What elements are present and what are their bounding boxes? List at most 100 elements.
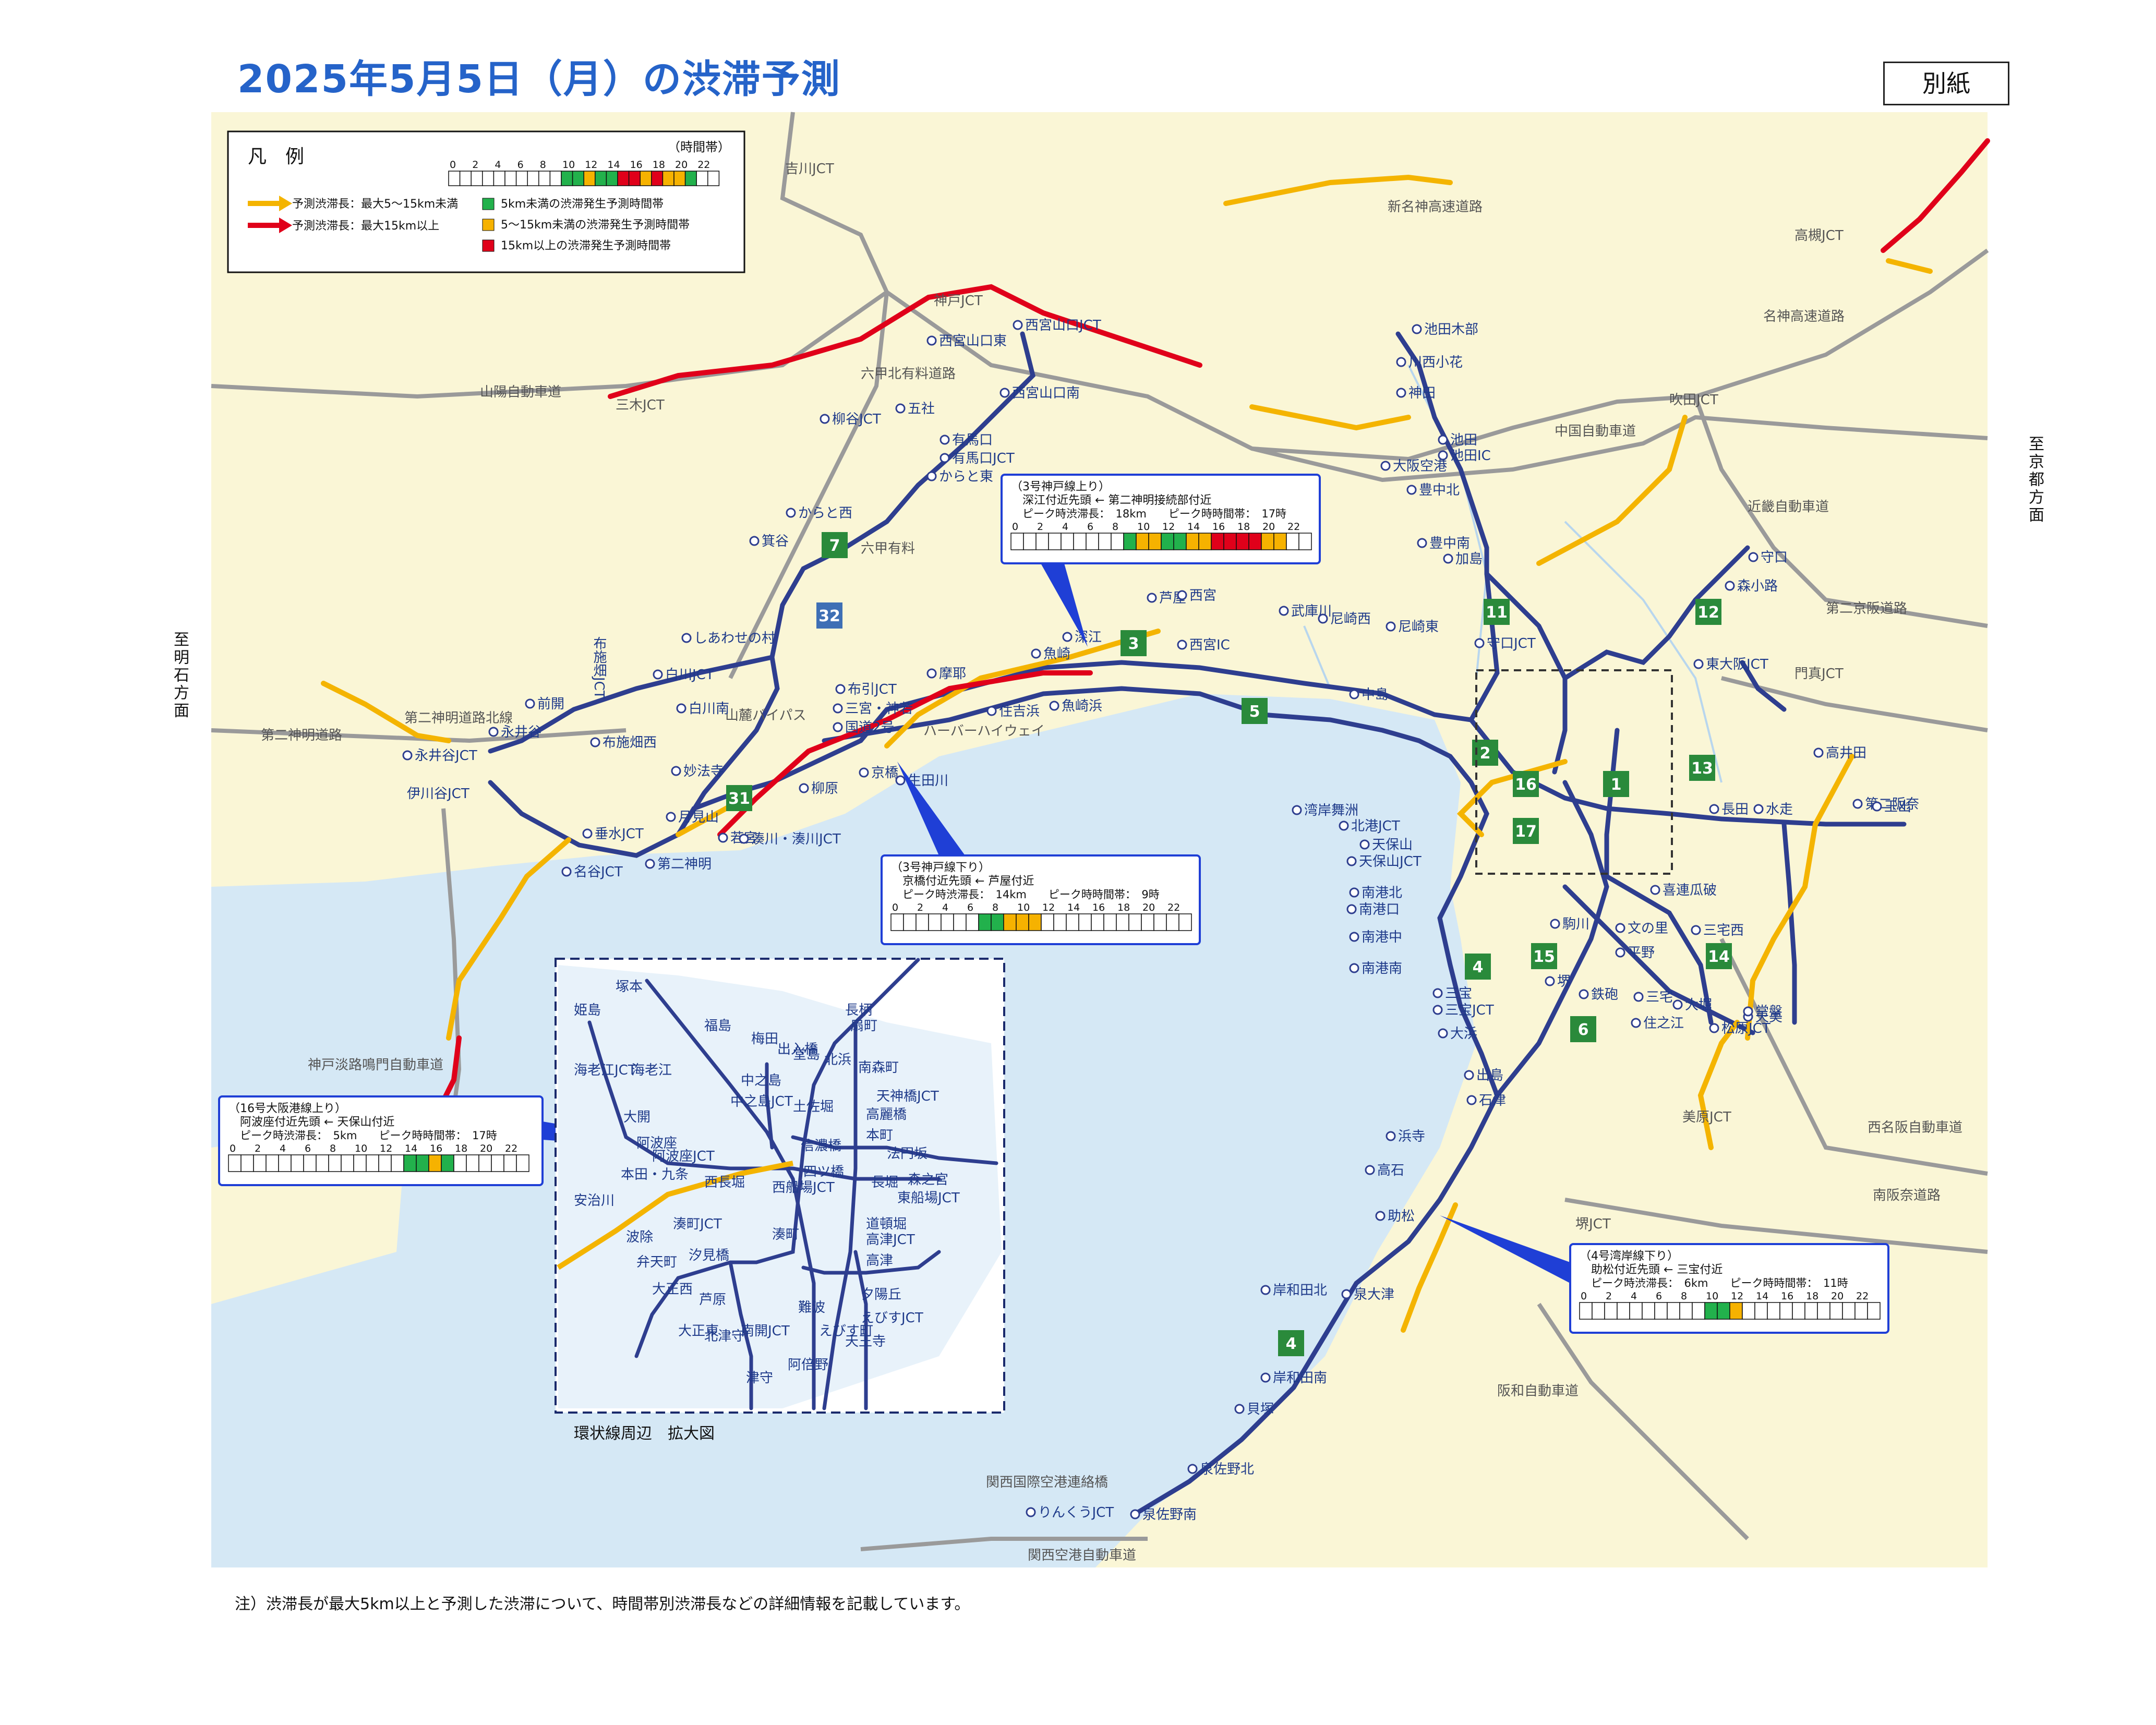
interchange-label: 豊中南: [1429, 536, 1470, 551]
route-number-14: 14: [1708, 948, 1730, 966]
interchange-marker: [1753, 804, 1764, 814]
direction-left-label: 至明石方面: [171, 631, 189, 720]
inset-interchange-label: 梅田: [751, 1031, 778, 1047]
jct-label-yokawa: 吉川JCT: [785, 161, 834, 177]
callout-section: 深江付近先頭 ← 第二神明接続部付近: [1022, 494, 1211, 507]
callout-scale-hour-cell: [316, 1154, 329, 1172]
interchange-label: 月見山: [678, 810, 719, 825]
road-label-rokko-kita: 六甲北有料道路: [861, 366, 956, 382]
interchange-label: 三宝JCT: [1445, 1003, 1494, 1018]
callout-scale-hour-cell: [1166, 913, 1179, 931]
callout-scale-hour-label: 16: [1212, 521, 1225, 533]
callout-scale-hour-cell: [978, 913, 992, 931]
callout-peak: ピーク時渋滞長： 6km ピーク時時間帯： 11時: [1591, 1277, 1848, 1289]
inset-interchange-label: 阿波座: [636, 1136, 677, 1151]
callout-scale-hour-label: 10: [1706, 1290, 1718, 1302]
callout-scale-hour-cell: [1792, 1302, 1805, 1320]
interchange-marker: [749, 536, 760, 546]
interchange-label: 尼崎西: [1330, 611, 1371, 627]
interchange-label: 豊中北: [1419, 482, 1460, 498]
callout-scale-hour-label: 16: [1092, 902, 1105, 913]
interchange-marker: [1260, 1285, 1271, 1295]
interchange-marker: [1438, 435, 1448, 445]
interchange-label: 箕谷: [762, 534, 789, 549]
interchange-label: 天美: [1755, 1009, 1782, 1025]
interchange-marker: [1852, 799, 1863, 809]
callout-scale-hour-cell: [1098, 533, 1112, 550]
legend-scale-hour-cell: [459, 171, 472, 186]
road-label-minami-hanna: 南阪奈道路: [1873, 1188, 1941, 1203]
interchange-marker: [1438, 450, 1448, 461]
interchange-marker: [488, 727, 499, 737]
callout-scale-hour-label: 6: [967, 902, 973, 913]
callout-scale-hour-cell: [1817, 1302, 1830, 1320]
inset-interchange-label: 湊町: [772, 1227, 799, 1243]
callout-scale-hour-label: 2: [255, 1143, 261, 1154]
callout-scale-hour-label: 0: [1012, 521, 1018, 533]
interchange-label: 西宮山口南: [1012, 385, 1080, 401]
callout-scale-hour-label: 20: [480, 1143, 492, 1154]
callout-scale-hour-cell: [1854, 1302, 1868, 1320]
footnote: 注）渋滞長が最大5km以上と予測した渋滞について、時間帯別渋滞長などの詳細情報を…: [235, 1595, 970, 1613]
inset-interchange-label: 塚本: [616, 979, 643, 995]
callout-scale-hour-label: 18: [1237, 521, 1250, 533]
callout-scale-hour-label: 2: [1037, 521, 1043, 533]
callout-scale-hour-cell: [1654, 1302, 1668, 1320]
callout-scale-hour-cell: [1729, 1302, 1743, 1320]
inset-interchange-label: 津守: [746, 1370, 773, 1386]
callout-route: （4号湾岸線下り）: [1580, 1250, 1679, 1263]
inset-interchange-label: 難波: [798, 1300, 825, 1316]
interchange-marker: [1346, 856, 1357, 866]
legend-scale-hour-cell: [538, 171, 551, 186]
interchange-label: 南港南: [1362, 961, 1402, 976]
route-number-15: 15: [1533, 948, 1555, 966]
interchange-marker: [1650, 885, 1660, 895]
route-shield-4b: [1278, 1330, 1304, 1356]
callout-scale-hour-label: 14: [1756, 1290, 1768, 1302]
callout-scale-hour-cell: [1667, 1302, 1680, 1320]
legend-scale-hour-label: 14: [607, 159, 620, 171]
interchange-label: 南港中: [1362, 930, 1402, 945]
callout-scale-hour-cell: [1023, 533, 1037, 550]
attachment-label: 別紙: [1883, 62, 2009, 105]
interchange-marker: [1026, 1507, 1036, 1517]
callout-scale-hour-cell: [1592, 1302, 1605, 1320]
callout-scale-hour-cell: [1829, 1302, 1843, 1320]
jct-label-miki: 三木JCT: [616, 397, 665, 413]
interchange-label: 西宮山口JCT: [1025, 318, 1101, 333]
callout-scale-hour-cell: [1867, 1302, 1881, 1320]
interchange-marker: [645, 859, 655, 869]
callout-scale-hour-cell: [1178, 913, 1192, 931]
road-label-sanyo: 山陽自動車道: [480, 384, 561, 400]
inset-interchange-label: 長堀: [871, 1175, 898, 1190]
callout-scale-hour-cell: [941, 913, 954, 931]
inset-interchange-label: 阿倍野: [788, 1357, 828, 1373]
legend-green-box: [482, 198, 495, 210]
inset-interchange-label: 本町: [866, 1128, 893, 1143]
callout-scale-hour-cell: [1604, 1302, 1618, 1320]
callout-scale-hour-label: 12: [1731, 1290, 1743, 1302]
national-expressways: [211, 112, 1989, 1551]
callout-scale-hour-cell: [1223, 533, 1237, 550]
inset-interchange-label: 南森町: [858, 1060, 899, 1076]
interchange-label: 守口: [1761, 550, 1788, 565]
legend-scale-hour-cell: [471, 171, 483, 186]
interchange-marker: [561, 866, 572, 877]
interchange-marker: [1412, 324, 1422, 334]
interchange-label: 永井谷: [501, 725, 541, 740]
route-shield-5: [1242, 698, 1268, 724]
interchange-marker: [590, 737, 600, 747]
callout-scale-hour-cell: [1148, 533, 1162, 550]
interchange-marker: [1406, 485, 1417, 495]
callout-scale-hour-cell: [1103, 913, 1117, 931]
interchange-marker: [1318, 613, 1328, 624]
callout-scale-hour-cell: [1767, 1302, 1780, 1320]
inset-interchange-label: 高麗橋: [866, 1107, 907, 1123]
inset-interchange-label: 姫島: [574, 1003, 601, 1018]
callout-scale-hour-label: 22: [505, 1143, 517, 1154]
callout-scale-hour-cell: [890, 913, 904, 931]
